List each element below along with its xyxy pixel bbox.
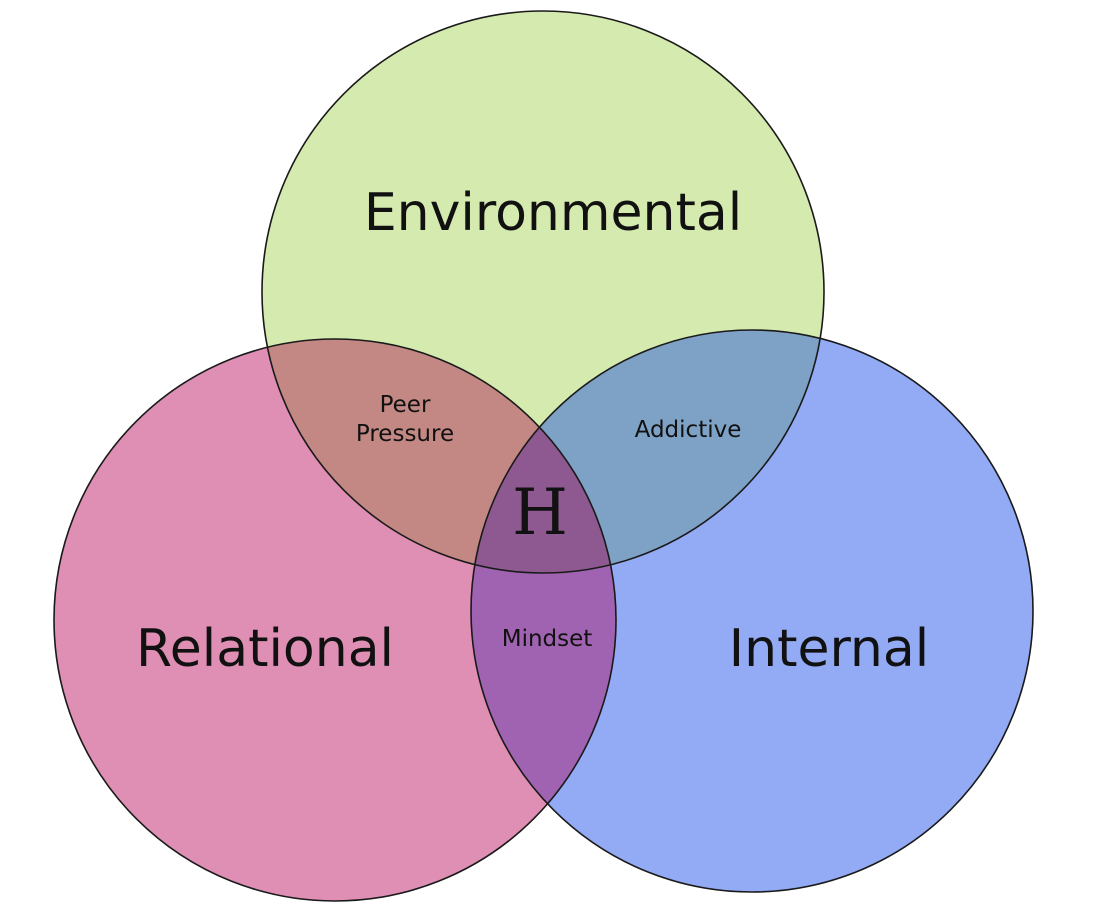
relational-label: Relational: [136, 619, 394, 679]
addictive-region: [471, 330, 824, 573]
peer-pressure-region: [262, 339, 616, 573]
center-label: H: [512, 476, 568, 550]
peer-pressure-label-line1: Peer: [380, 392, 431, 418]
addictive-label: Addictive: [635, 417, 742, 443]
relational-outline: [53, 338, 617, 902]
internal-outline: [470, 329, 1034, 893]
mindset-label: Mindset: [502, 626, 593, 652]
environmental-label: Environmental: [364, 183, 742, 243]
peer-pressure-label-line2: Pressure: [356, 421, 454, 447]
environmental-outline: [261, 10, 825, 574]
internal-label: Internal: [729, 619, 929, 679]
